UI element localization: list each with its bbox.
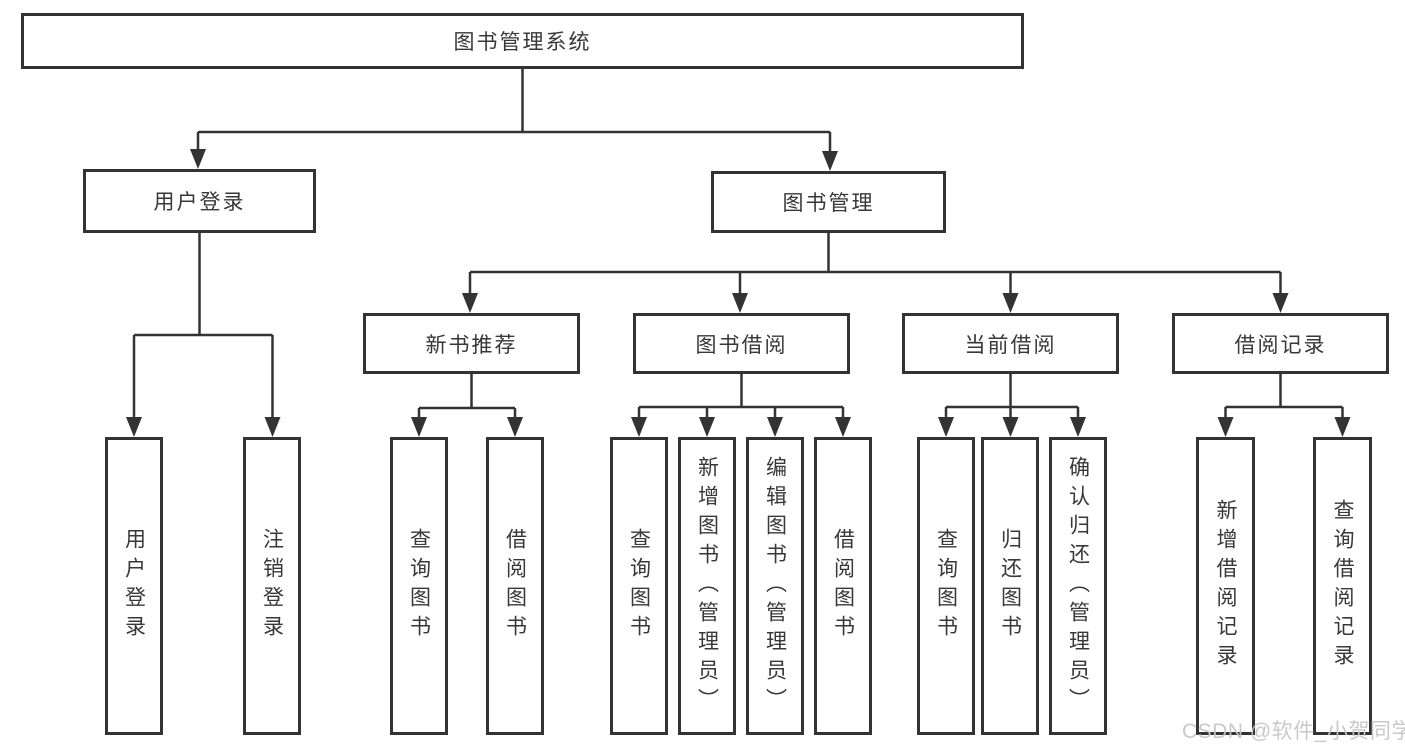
node-system-root: 图书管理系统 (21, 13, 1024, 69)
wire-book-borrow-to-leaves (637, 374, 845, 419)
leaf-borrow-books-1: 借阅图书 (486, 437, 544, 735)
leaf-return-books: 归还图书 (981, 437, 1039, 735)
csdn-watermark: CSDN @软件_小贺同学 (1182, 720, 1405, 743)
wire-borrow-records-to-leaves (1224, 374, 1344, 419)
leaf-logout: 注销登录 (243, 437, 301, 735)
node-borrowing-records: 借阅记录 (1172, 313, 1389, 374)
leaf-add-borrow-record: 新增借阅记录 (1196, 437, 1255, 735)
node-current-borrowing: 当前借阅 (902, 313, 1119, 374)
leaf-query-books-1: 查询图书 (390, 437, 448, 735)
leaf-user-login: 用户登录 (105, 437, 163, 735)
node-user-login: 用户登录 (83, 169, 316, 233)
leaf-borrow-books-2: 借阅图书 (814, 437, 872, 735)
leaf-confirm-return-admin: 确认归还（管理员） (1049, 437, 1107, 735)
leaf-query-borrow-record: 查询借阅记录 (1313, 437, 1372, 735)
wire-current-borrow-to-leaves (944, 374, 1080, 419)
wire-root-to-level2 (196, 69, 832, 153)
leaf-query-books-2: 查询图书 (610, 437, 668, 735)
leaf-query-books-3: 查询图书 (917, 437, 975, 735)
leaf-add-books-admin: 新增图书（管理员） (678, 437, 736, 735)
node-new-book-recommend: 新书推荐 (363, 313, 580, 374)
node-book-borrowing: 图书借阅 (633, 313, 850, 374)
wire-user-login-to-leaves (132, 233, 274, 419)
leaf-edit-books-admin: 编辑图书（管理员） (746, 437, 804, 735)
wire-book-mgmt-to-level3 (468, 233, 1282, 295)
node-book-management: 图书管理 (711, 171, 946, 233)
wire-new-book-to-leaves (417, 374, 517, 419)
arrowheads (126, 149, 1351, 437)
